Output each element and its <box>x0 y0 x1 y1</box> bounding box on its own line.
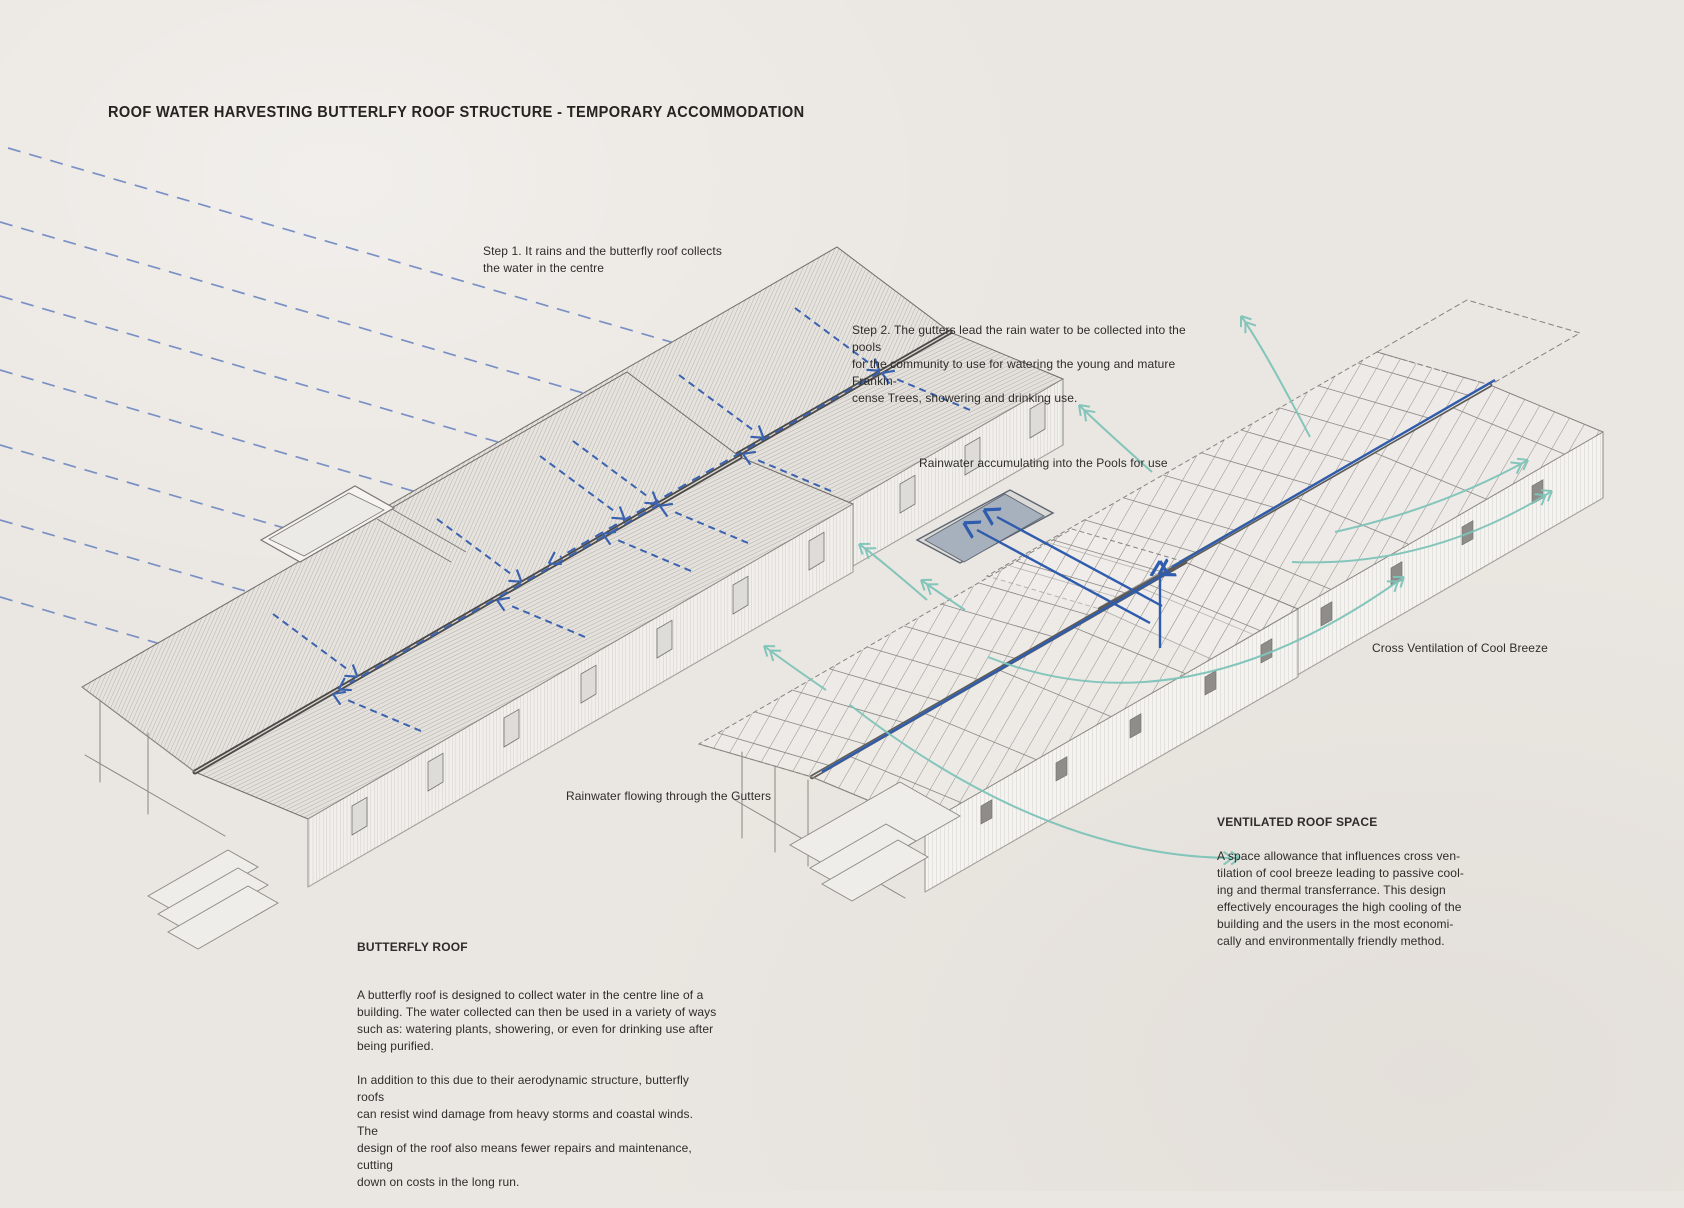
butterfly-roof-body: A butterfly roof is designed to collect … <box>357 988 717 1189</box>
gutters-note: Rainwater flowing through the Gutters <box>566 789 772 803</box>
page-title: ROOF WATER HARVESTING BUTTERLFY ROOF STR… <box>108 104 805 121</box>
pool-note: Rainwater accumulating into the Pools fo… <box>919 456 1168 470</box>
step1-note: Step 1. It rains and the butterfly roof … <box>483 244 722 275</box>
butterfly-roof-text: BUTTERFLY ROOF A butterfly roof is desig… <box>357 922 717 1208</box>
cross-ventilation-note: Cross Ventilation of Cool Breeze <box>1372 641 1548 655</box>
left-pool <box>259 485 467 563</box>
right-pool <box>915 489 1055 564</box>
ventilated-roof-body: A space allowance that influences cross … <box>1217 849 1464 948</box>
step2-note: Step 2. The gutters lead the rain water … <box>852 323 1186 405</box>
ventilated-roof-text: VENTILATED ROOF SPACE A space allowance … <box>1217 797 1467 967</box>
roof-water-arrows <box>272 307 971 732</box>
breeze-arrows <box>763 315 1553 866</box>
ventilated-roof-heading: VENTILATED ROOF SPACE <box>1217 815 1378 829</box>
left-building <box>81 246 1065 950</box>
gutter-flow-arrows <box>821 378 1496 774</box>
butterfly-roof-heading: BUTTERFLY ROOF <box>357 940 468 954</box>
